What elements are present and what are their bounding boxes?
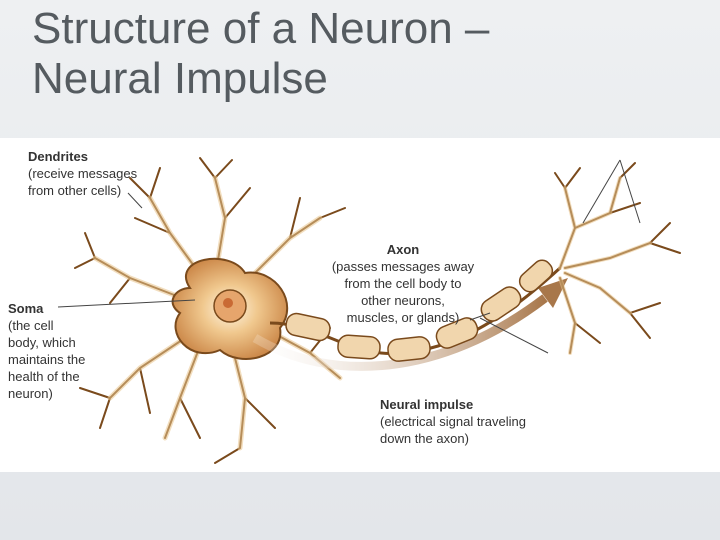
soma-label: Soma (the cell body, which maintains the…	[8, 300, 85, 402]
axon-label: Axon (passes messages away from the cell…	[328, 241, 478, 326]
soma-label-body: (the cell body, which maintains the heal…	[8, 318, 86, 401]
impulse-arrow	[252, 294, 548, 371]
leader-lines	[57, 159, 641, 354]
impulse-label-body: (electrical signal traveling down the ax…	[380, 414, 526, 446]
title-line-2: Neural Impulse	[32, 54, 328, 103]
neuron-figure: Dendrites (receive messages from other c…	[0, 138, 720, 472]
axon-label-head: Axon	[386, 242, 420, 257]
impulse-label: Neural impulse (electrical signal travel…	[380, 396, 526, 447]
slide-title: Structure of a Neuron – Neural Impulse	[32, 4, 692, 104]
dendrites-label-body: (receive messages from other cells)	[28, 166, 138, 198]
dendrites-label: Dendrites (receive messages from other c…	[28, 148, 137, 199]
nucleolus	[223, 298, 233, 308]
dendrites-label-head: Dendrites	[28, 149, 88, 164]
soma-label-head: Soma	[8, 301, 44, 316]
axon-label-body: (passes messages away from the cell body…	[331, 259, 475, 325]
neuron-illustration	[57, 157, 681, 464]
title-line-1: Structure of a Neuron –	[32, 4, 490, 53]
impulse-label-head: Neural impulse	[380, 397, 474, 412]
